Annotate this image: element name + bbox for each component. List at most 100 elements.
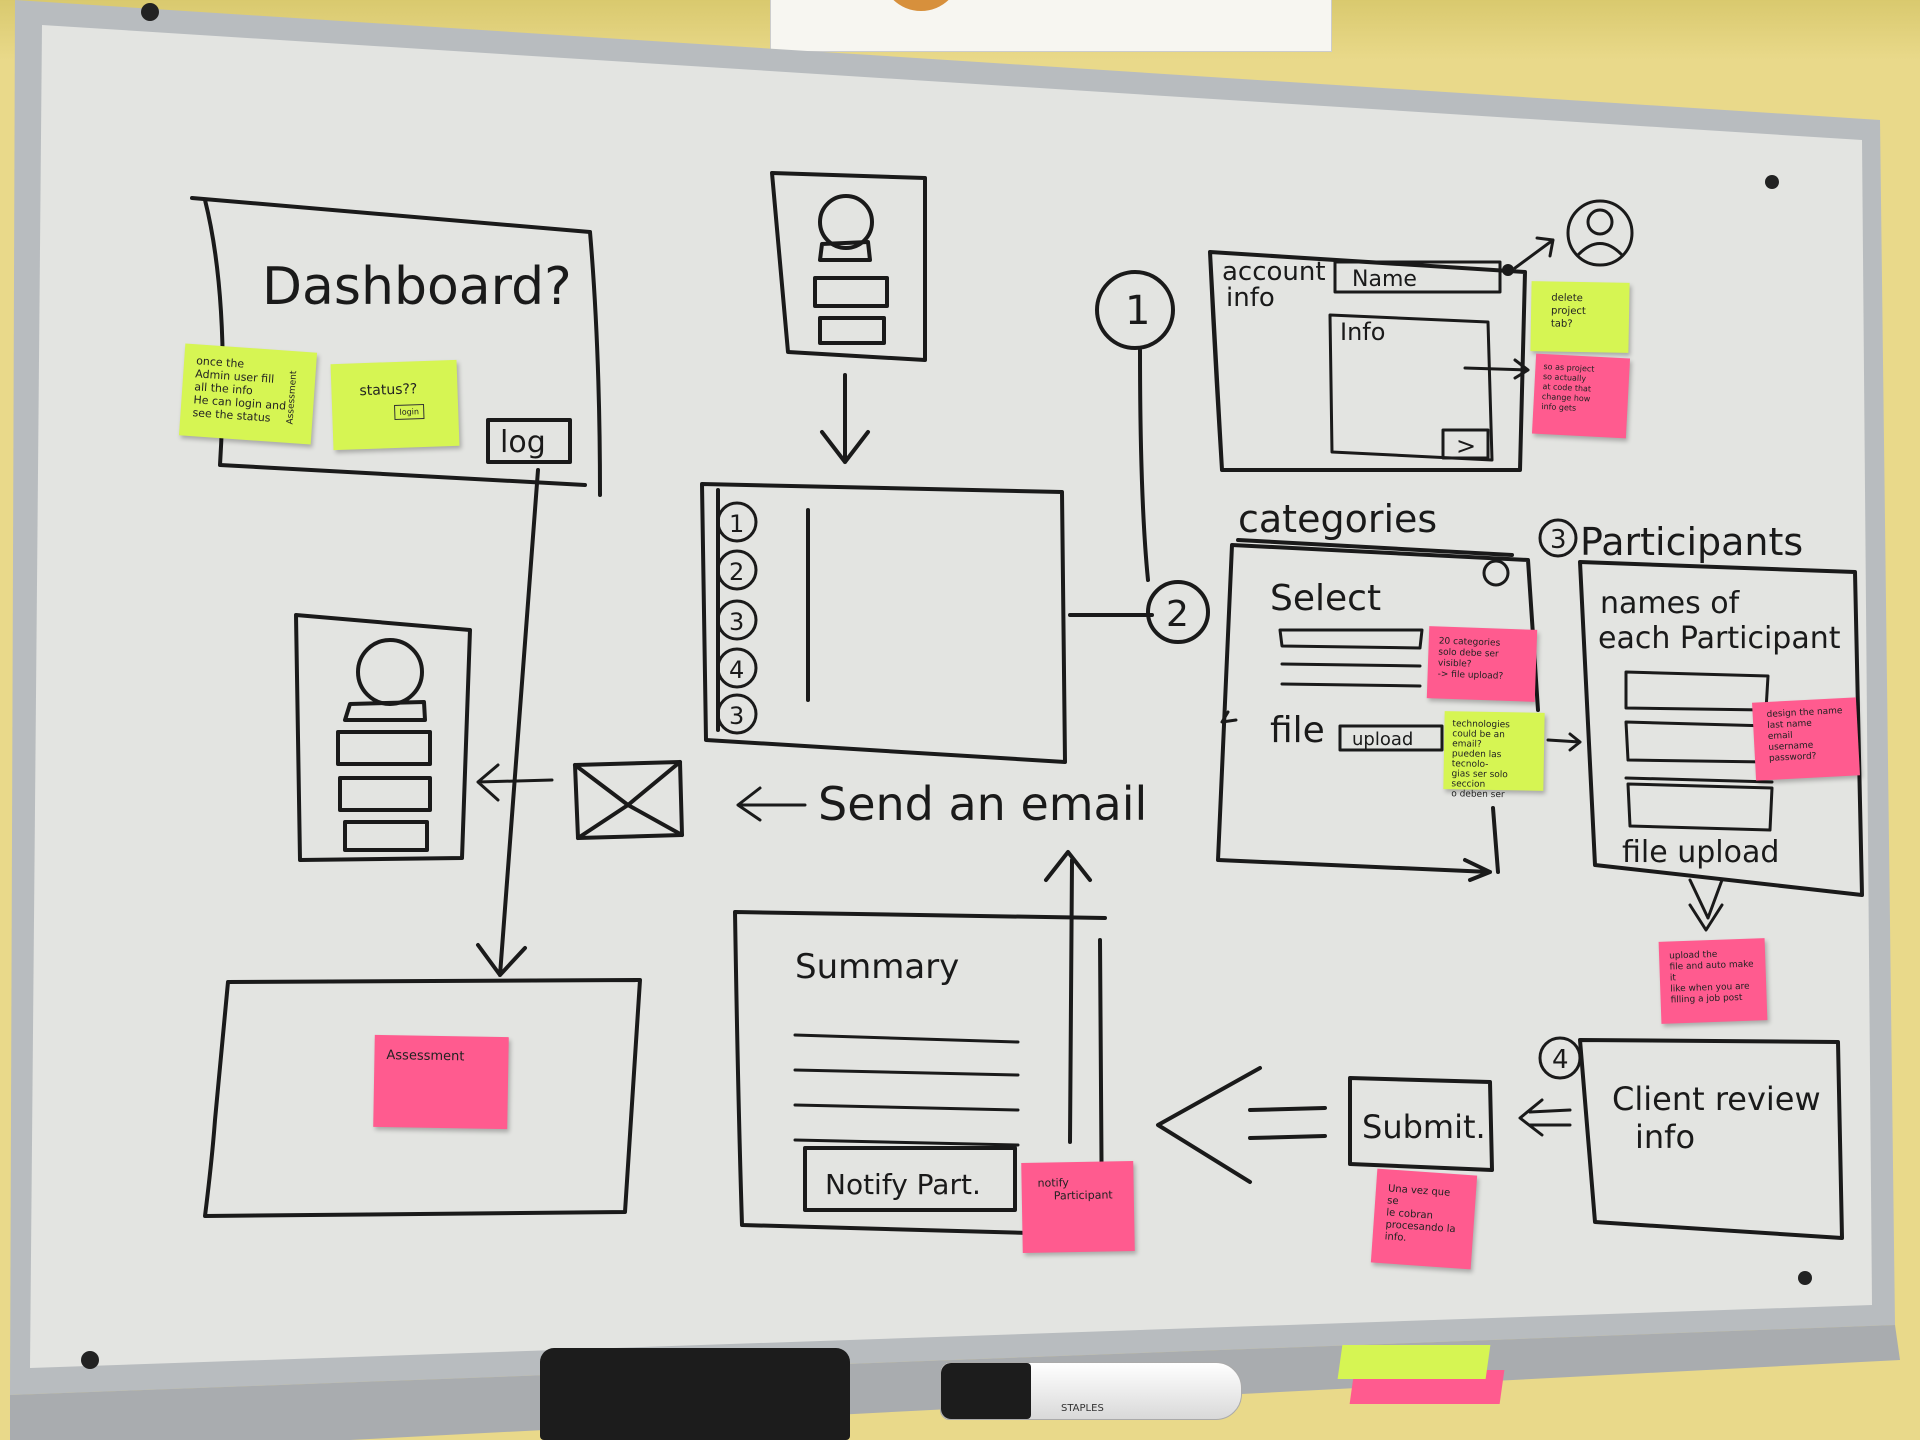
envelope-icon [573, 760, 684, 840]
board-surface [30, 25, 1872, 1368]
step-2-number: 2 [1166, 594, 1189, 635]
categories-title: categories [1238, 497, 1437, 541]
sticky-admin-note: once the Admin user fill all the info He… [178, 343, 318, 445]
select-label: Select [1270, 578, 1381, 619]
file-label: file [1270, 710, 1325, 751]
poster [770, 0, 1332, 52]
mini-list-number: 1 [729, 510, 744, 538]
select-options [1278, 628, 1424, 688]
sticky-line: gias ser solo seccion [1451, 769, 1508, 790]
info-box [1328, 313, 1494, 462]
sticky-assessment-note: Assessment [373, 1034, 509, 1130]
upload-button: upload [1352, 729, 1413, 750]
envelope-to-card-arrow [476, 763, 554, 802]
sticky-line: o deben ser [1451, 789, 1505, 801]
poster-logo [881, 0, 961, 11]
marker-brand: STAPLES [1061, 1403, 1104, 1414]
sticky-account-note: so as project so actually at code that c… [1531, 353, 1631, 439]
name-to-avatar-arrow [1513, 236, 1555, 270]
sticky-technologies-note: technologies could be an email? pueden l… [1443, 711, 1545, 800]
down-arrow-icon [820, 373, 870, 464]
summary-up-arrow [1044, 850, 1092, 1144]
mini-list-number: 3 [729, 702, 744, 730]
sticky-delete-note: delete project tab? [1530, 281, 1630, 353]
left-profile-card [294, 613, 472, 862]
dashboard-title: Dashboard? [262, 257, 572, 317]
summary-lines [793, 1033, 1020, 1147]
main-screen [700, 482, 1067, 764]
name-field-label: Name [1352, 267, 1417, 292]
notify-button: Notify Part. [825, 1168, 981, 1201]
participants-text-2: each Participant [1598, 621, 1841, 656]
account-info-title-2: info [1226, 283, 1275, 313]
account-next-label: > [1456, 432, 1476, 460]
categories-circle [1482, 559, 1510, 587]
sticky-line: Participant [1053, 1188, 1113, 1203]
sticky-line: status?? [359, 381, 418, 400]
participants-down-arrow [1688, 878, 1724, 932]
send-email-label: Send an email [818, 777, 1147, 831]
sticky-line: delete project [1551, 292, 1586, 318]
sticky-categories-note: 20 categories solo debe ser visible? -> … [1426, 626, 1538, 702]
sticky-line: Assessment [386, 1048, 465, 1065]
sticky-line: file and auto make it [1669, 959, 1754, 984]
summary-panel [733, 910, 1107, 1237]
profile-field [338, 776, 432, 812]
participants-panel [1578, 560, 1864, 897]
sticky-line: tab? [1550, 318, 1573, 330]
sticky-participant-note: design the name last name email username… [1752, 697, 1860, 781]
profile-field [813, 276, 889, 308]
profile-field [343, 820, 429, 852]
sticky-notify-note: notify Participant [1021, 1161, 1135, 1253]
participants-title: Participants [1580, 520, 1803, 564]
account-info-title-1: account [1222, 257, 1326, 287]
step-1-circle [1095, 270, 1175, 350]
sticky-upload-note: upload the file and auto make it like wh… [1658, 938, 1768, 1024]
submit-button: Submit. [1362, 1108, 1486, 1146]
profile-field [818, 316, 886, 345]
screw [81, 1351, 99, 1369]
submit-to-summary-arrow [1156, 1066, 1327, 1184]
notify-button-box [803, 1146, 1017, 1212]
screw [141, 3, 159, 21]
profile-field [336, 730, 432, 766]
review-to-submit-arrow [1518, 1098, 1572, 1137]
screw [1798, 1271, 1812, 1285]
step-connector [1138, 348, 1150, 582]
sticky-submit-note: Una vez que se le cobran procesando la i… [1370, 1168, 1478, 1270]
client-review-text-1: Client review [1612, 1080, 1821, 1118]
sticky-status-note: status?? login [330, 359, 460, 451]
mini-list-number: 4 [729, 656, 744, 684]
send-email-arrow [736, 786, 807, 822]
sticky-line: login [394, 403, 425, 421]
summary-title: Summary [795, 947, 959, 987]
step-4-number: 4 [1552, 1045, 1569, 1075]
categories-tick [1220, 710, 1238, 724]
mini-list-number: 3 [729, 608, 744, 636]
categories-panel [1216, 543, 1540, 882]
step-3-number: 3 [1550, 525, 1567, 555]
profile-icon [343, 638, 427, 722]
marker-cap [941, 1363, 1031, 1419]
sticky-line: pueden las tecnolo- [1451, 749, 1502, 770]
profile-icon [1566, 199, 1634, 267]
file-upload-label: file upload [1622, 835, 1779, 870]
profile-icon [818, 194, 874, 262]
assessment-panel [203, 978, 642, 1218]
step-1-number: 1 [1125, 288, 1150, 334]
mini-list [716, 501, 758, 735]
name-field-dot [1502, 264, 1514, 276]
screw [1765, 175, 1779, 189]
step-2-circle [1146, 580, 1210, 644]
account-next-button [1441, 428, 1490, 460]
info-field-label: Info [1340, 318, 1385, 346]
profile-card [770, 171, 927, 362]
marker: STAPLES [940, 1362, 1242, 1420]
categories-to-participants-arrow [1546, 732, 1582, 752]
upload-button-box [1338, 724, 1444, 752]
dashboard-arrow [476, 468, 540, 977]
info-to-note-arrow [1463, 358, 1530, 380]
eraser [540, 1348, 850, 1440]
categories-title-underline [1236, 538, 1514, 557]
